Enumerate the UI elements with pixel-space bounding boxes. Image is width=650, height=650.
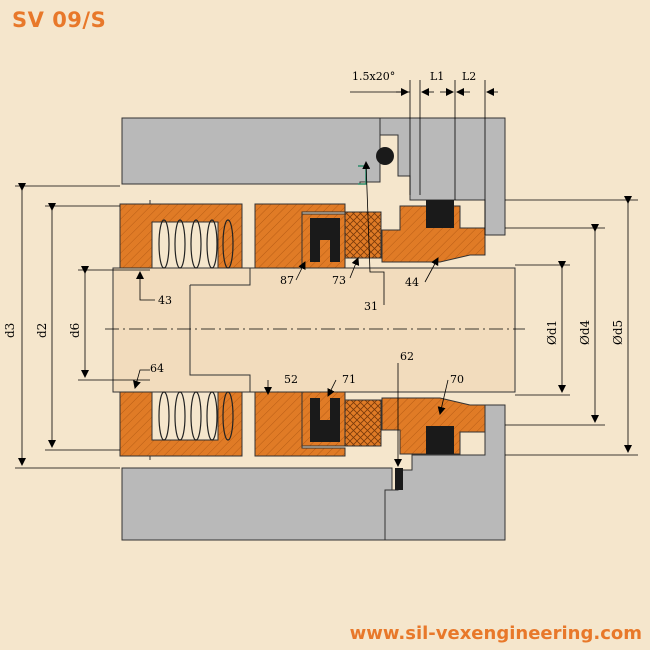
right-dimensions [505,196,638,456]
part-73-label: 73 [332,274,346,287]
leader-lines [133,161,449,467]
dim-chamfer-label: 1.5x20° [352,70,395,83]
part-64-label: 64 [150,362,164,375]
left-dimensions [15,183,150,469]
o-ring-housing-top [358,147,394,185]
dim-l1-label: L1 [430,70,444,83]
pressure-ring-bottom [344,399,382,447]
part-31-label: 31 [364,300,378,313]
top-dimensions [350,80,498,235]
u-cup-bottom [301,391,346,447]
part-62-label: 62 [400,350,414,363]
dim-d1-label: Ød1 [545,320,559,345]
stationary-face-bottom [381,397,486,455]
part-70-label: 70 [450,373,464,386]
housing-top [121,117,506,236]
dim-d3-label: d3 [3,323,17,338]
part-44-label: 44 [405,276,419,289]
part-43-label: 43 [158,294,172,307]
pressure-ring-top [344,211,382,259]
part-52-label: 52 [284,373,298,386]
housing-bottom [121,404,506,541]
part-87-label: 87 [280,274,294,287]
u-cup-top [301,213,346,269]
stationary-face-top [381,200,486,263]
dim-d6-label: d6 [68,323,82,338]
part-71-label: 71 [342,373,356,386]
anti-rotation-pin-bottom [395,468,403,490]
website-link[interactable]: www.sil-vexengineering.com [349,623,642,644]
dim-l2-label: L2 [462,70,476,83]
drawing-title: SV 09/S [12,8,107,32]
dim-d2-label: d2 [35,323,49,338]
dim-d5-label: Ød5 [611,320,625,345]
dim-d4-label: Ød4 [578,319,592,345]
